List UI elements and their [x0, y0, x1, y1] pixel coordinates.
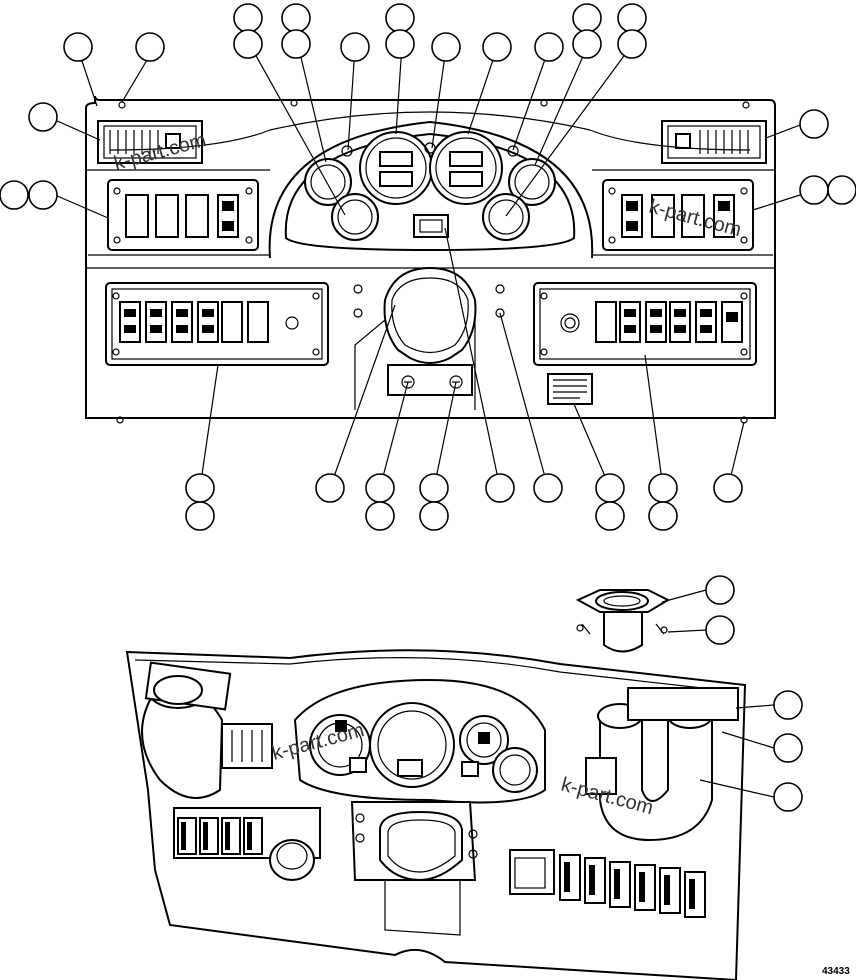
callout-bubble	[617, 3, 647, 33]
callout-bubble	[534, 32, 564, 62]
callout-bubble	[63, 32, 93, 62]
callout-bubble	[431, 32, 461, 62]
callout-bubbles-top	[0, 3, 856, 531]
leader-lines-top	[54, 44, 801, 489]
exploded-bezel	[575, 589, 671, 653]
callout-bubble	[705, 615, 735, 645]
callout-bubble	[773, 733, 803, 763]
dash-panel-top-view: k-part.com k-part.com	[85, 95, 776, 424]
leader-lines-bottom	[661, 589, 775, 798]
figure-number: 43433	[822, 966, 850, 977]
callout-bubble	[385, 3, 415, 33]
callout-bubble	[365, 473, 395, 503]
callout-bubble	[773, 782, 803, 812]
callout-bubble	[705, 575, 735, 605]
callout-bubble	[135, 32, 165, 62]
callout-bubble	[419, 473, 449, 503]
callout-bubble	[233, 3, 263, 33]
callout-bubble	[482, 32, 512, 62]
callout-bubble	[799, 109, 829, 139]
callout-bubble	[595, 473, 625, 503]
callout-bubble	[713, 473, 743, 503]
callout-bubble	[648, 473, 678, 503]
callout-bubble	[281, 3, 311, 33]
callout-bubble	[28, 102, 58, 132]
dash-panel-rear-view: k-part.com k-part.com	[125, 649, 747, 980]
callout-bubble	[572, 3, 602, 33]
callout-bubble	[28, 180, 58, 210]
callout-bubbles-bottom	[705, 575, 803, 812]
callout-bubble	[533, 473, 563, 503]
callout-bubble	[419, 501, 449, 531]
callout-bubble	[185, 473, 215, 503]
callout-bubble	[773, 690, 803, 720]
callout-bubble	[233, 29, 263, 59]
callout-bubble	[617, 29, 647, 59]
callout-bubble	[827, 175, 856, 205]
callout-bubble	[799, 175, 829, 205]
callout-bubble	[648, 501, 678, 531]
callout-bubble	[0, 180, 29, 210]
callout-bubble	[281, 29, 311, 59]
callout-bubble	[595, 501, 625, 531]
callout-bubble	[572, 29, 602, 59]
callout-bubble	[315, 473, 345, 503]
callout-bubble	[385, 29, 415, 59]
callout-bubble	[340, 32, 370, 62]
callout-bubble	[185, 501, 215, 531]
callout-bubble	[365, 501, 395, 531]
callout-bubble	[485, 473, 515, 503]
